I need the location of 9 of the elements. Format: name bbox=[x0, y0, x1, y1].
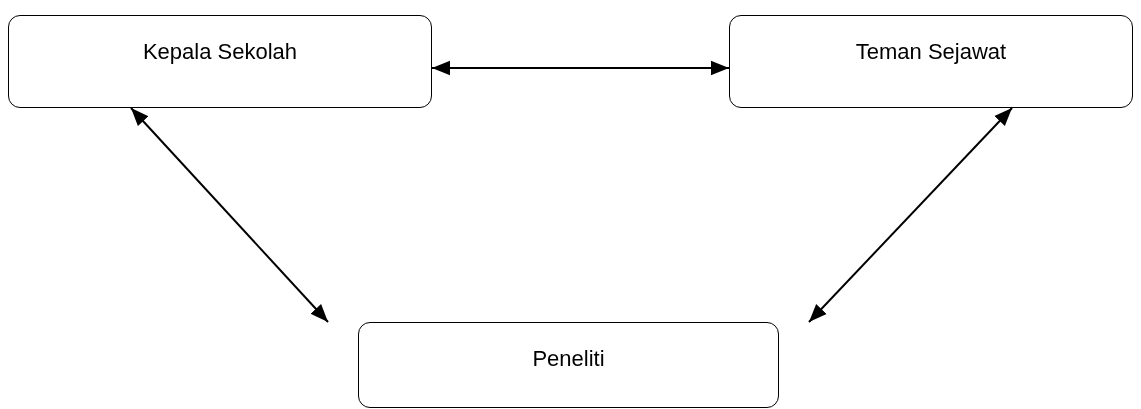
double-arrow bbox=[808, 107, 1013, 323]
rounded-box bbox=[729, 15, 1133, 108]
rounded-box bbox=[8, 15, 432, 108]
double-arrow bbox=[431, 60, 730, 76]
box-label: Teman Sejawat bbox=[855, 38, 1007, 66]
rounded-box bbox=[358, 322, 779, 408]
double-arrow bbox=[130, 107, 329, 323]
box-label: Peneliti bbox=[532, 345, 605, 373]
box-label: Kepala Sekolah bbox=[142, 38, 298, 66]
